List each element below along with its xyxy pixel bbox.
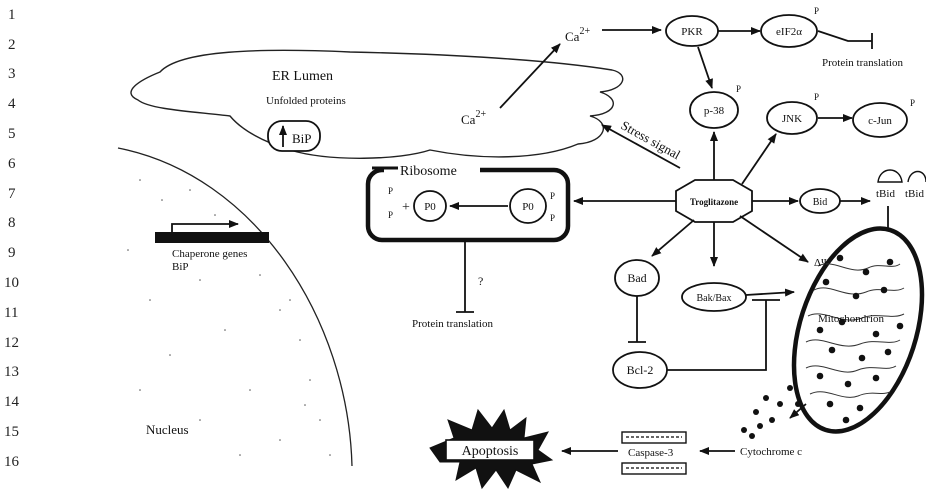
trog-to-jnk-arrow [741, 133, 777, 185]
p0-right-label: P0 [522, 201, 534, 213]
delta-psi-label: ΔΨ [814, 257, 830, 269]
line-number: 15 [4, 424, 19, 440]
line-number-column: 1 2 3 4 5 6 7 8 9 10 11 12 13 14 15 16 [4, 7, 20, 470]
cytochrome-release-arrow [789, 403, 807, 419]
line-number: 6 [8, 156, 16, 172]
tbid-fragment-icon [877, 169, 903, 183]
p0-phospho-node [509, 188, 547, 224]
stress-signal-arrow [601, 124, 681, 169]
troglitazone-label: Troglitazone [690, 197, 738, 207]
eif2a-label: eIF2α [776, 26, 802, 38]
p0-left-label: P0 [424, 201, 436, 213]
p0-phospho-mark: P [550, 191, 555, 201]
line-number: 11 [4, 305, 18, 321]
tbid-cut-label: tBid [905, 188, 924, 200]
pkr-label: PKR [681, 26, 703, 38]
ca-top-label: Ca2+ [565, 26, 590, 44]
protein-translation-left: Protein translation [412, 318, 493, 330]
eif2a-node [760, 14, 818, 48]
free-phosphate-mark: P [388, 210, 393, 220]
cytochrome-c-label: Cytochrome c [740, 446, 802, 458]
line-number: 14 [4, 394, 20, 410]
bid-label: Bid [813, 197, 827, 208]
line-number: 5 [8, 126, 16, 142]
chaperone-bip-label: BiP [172, 261, 189, 273]
cjun-label: c-Jun [868, 115, 892, 127]
plus-sign: + [402, 200, 410, 215]
jnk-phospho-mark: P [814, 92, 819, 102]
line-number: 1 [8, 7, 16, 23]
troglitazone-node [675, 179, 753, 223]
caspase3: Caspase-3 [621, 431, 687, 475]
er-lumen-title: ER Lumen [272, 69, 333, 84]
trog-to-mito-arrow [739, 215, 809, 263]
p38-node [689, 91, 739, 129]
bcl2-inhibition-line [667, 300, 767, 371]
apoptosis-label: Apoptosis [462, 444, 519, 459]
unfolded-proteins-label: Unfolded proteins [266, 95, 346, 107]
transcription-arrow [171, 220, 239, 232]
p38-label: p-38 [704, 105, 725, 117]
nucleus: Nucleus [117, 147, 353, 467]
er-membrane [130, 49, 624, 159]
tbid-cut-clip: tBid [905, 188, 924, 200]
line-number: 8 [8, 215, 16, 231]
eif2a-phospho-mark: P [814, 6, 819, 16]
bcl2-label: Bcl-2 [627, 363, 654, 377]
line-number: 9 [8, 245, 16, 261]
mito-cristae [805, 263, 905, 398]
ribosome-title-bg [384, 160, 480, 180]
line-number: 10 [4, 275, 19, 291]
cytochrome-c-particles [741, 385, 801, 439]
p0-phospho-mark: P [550, 213, 555, 223]
line-number: 3 [8, 66, 16, 82]
jnk-label: JNK [782, 113, 802, 125]
line-number: 16 [4, 454, 20, 470]
line-number: 4 [8, 96, 16, 112]
mitochondrion: Mitochondrion ΔΨ [791, 226, 925, 434]
er-lumen: ER Lumen Unfolded proteins BiP [130, 49, 624, 159]
free-phosphate-mark: P [388, 186, 393, 196]
mito-particles [816, 254, 904, 424]
apoptosis-label-box [445, 439, 535, 461]
p0-dephospho-node [413, 190, 447, 222]
trog-to-bad-arrow [651, 219, 695, 257]
nucleus-label: Nucleus [146, 422, 189, 437]
eif2a-inhibition-line [817, 30, 872, 42]
nucleus-speckle [127, 179, 331, 456]
bip-label: BiP [292, 131, 312, 146]
bakbax-label: Bak/Bax [697, 293, 732, 304]
line-number: 7 [8, 186, 16, 202]
line-number: 12 [4, 335, 19, 351]
bakbax-to-mito-arrow [745, 288, 795, 297]
line-number: 13 [4, 364, 19, 380]
p38-phospho-mark: P [736, 84, 741, 94]
gene-bar [155, 232, 269, 243]
line-number: 2 [8, 37, 16, 53]
cjun-phospho-mark: P [910, 98, 915, 108]
bad-label: Bad [627, 271, 646, 285]
question-mark: ? [478, 274, 483, 288]
mitochondrion-label: Mitochondrion [818, 313, 884, 325]
cjun-node [852, 102, 908, 138]
protein-translation-right: Protein translation [822, 57, 903, 69]
ca-mid-label: Ca2+ [461, 109, 486, 127]
jnk-node [766, 101, 818, 135]
tbid-cut-fragment-icon [907, 170, 926, 183]
ca-release-arrow [499, 43, 561, 109]
tbid-label: tBid [876, 188, 895, 200]
pkr-to-p38-arrow [697, 46, 713, 89]
mito-outer-membrane [791, 226, 925, 434]
caspase3-label: Caspase-3 [628, 447, 674, 459]
bakbax-node [681, 282, 747, 312]
ribosome-title: Ribosome [400, 164, 457, 179]
chaperone-genes-label: Chaperone genes [172, 248, 247, 260]
chaperone-gene: Chaperone genes BiP [155, 220, 269, 273]
nucleus-membrane [117, 147, 353, 467]
